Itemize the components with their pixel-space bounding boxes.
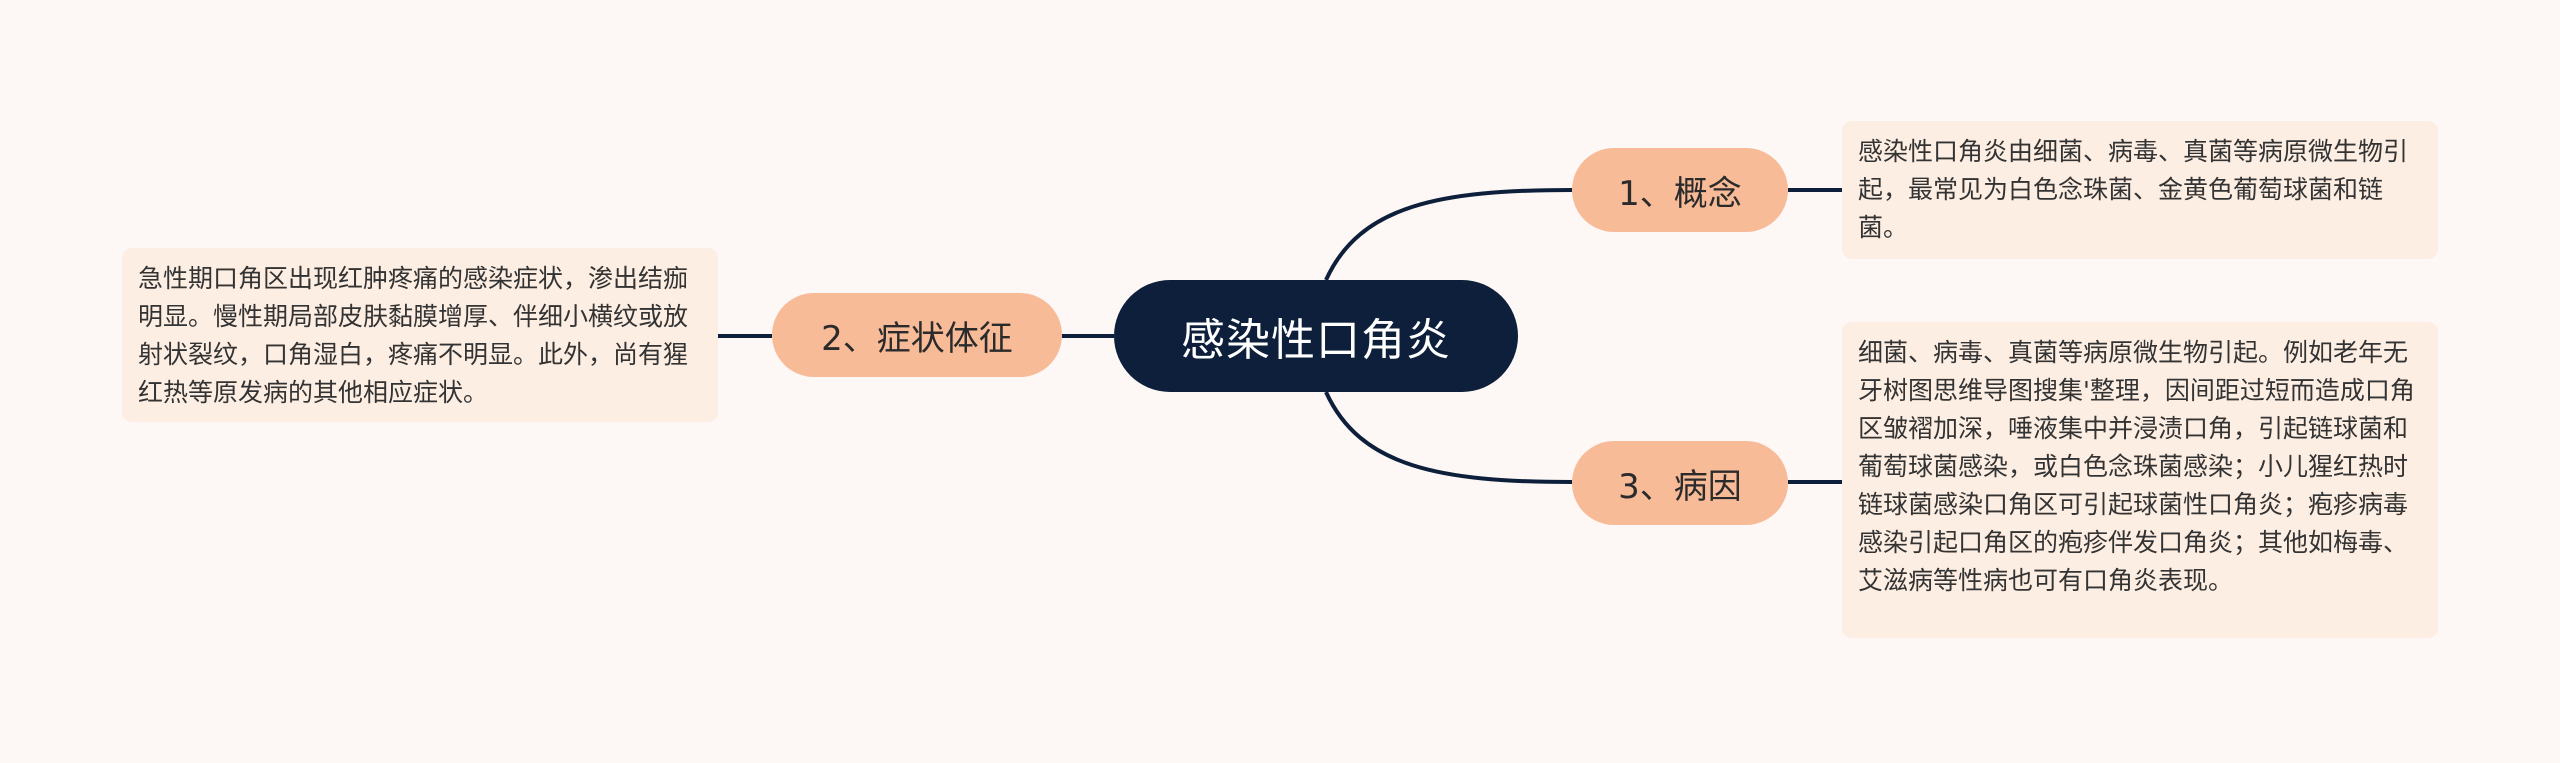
branch-cause[interactable]: 3、病因 (1572, 441, 1788, 525)
note-cause: 细菌、病毒、真菌等病原微生物引起。例如老年无牙树图思维导图搜集'整理，因间距过短… (1842, 322, 2438, 638)
note-concept: 感染性口角炎由细菌、病毒、真菌等病原微生物引起，最常见为白色念珠菌、金黄色葡萄球… (1842, 121, 2438, 259)
connector-center-to-cause (1324, 391, 1573, 484)
note-symptoms: 急性期口角区出现红肿疼痛的感染症状，渗出结痂明显。慢性期局部皮肤黏膜增厚、伴细小… (122, 248, 718, 422)
branch-symptoms[interactable]: 2、症状体征 (772, 293, 1062, 377)
branch-concept[interactable]: 1、概念 (1572, 148, 1788, 232)
connector-center-to-concept (1324, 188, 1573, 281)
central-topic[interactable]: 感染性口角炎 (1114, 280, 1518, 392)
